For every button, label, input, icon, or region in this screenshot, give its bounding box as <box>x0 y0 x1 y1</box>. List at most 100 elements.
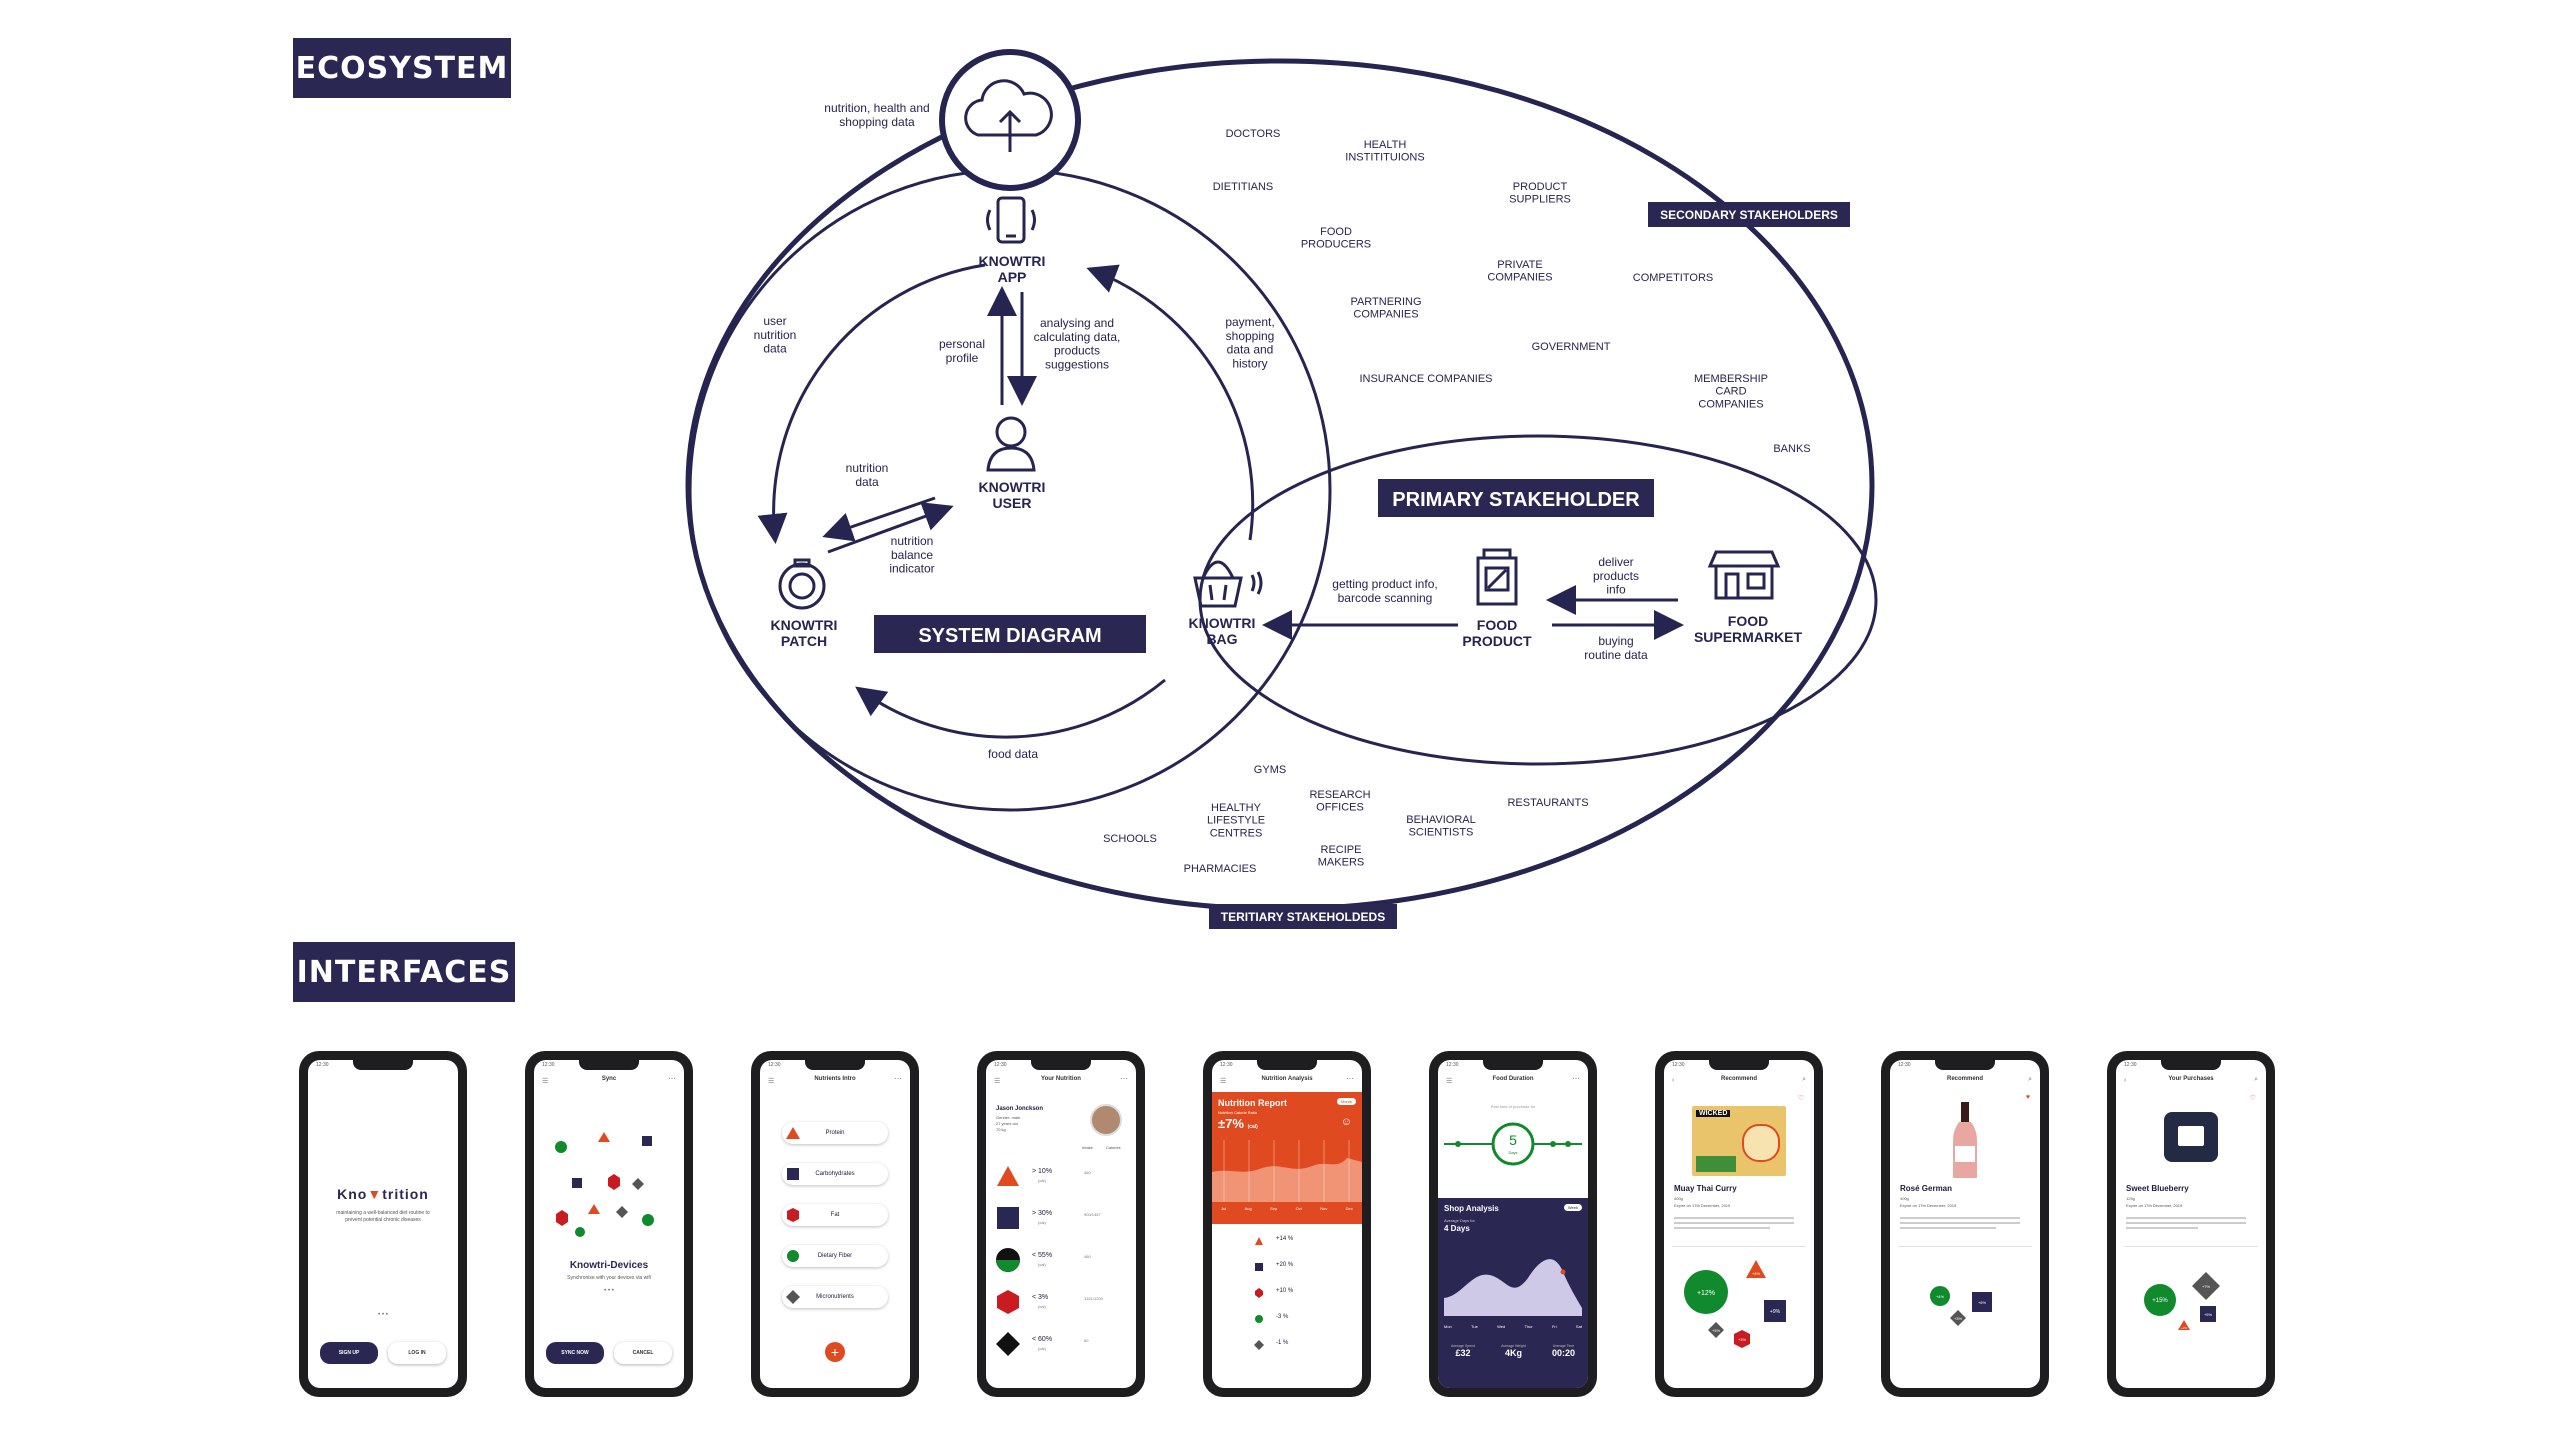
product-image-wine <box>1953 1102 1977 1178</box>
svg-text:+5%: +5% <box>1712 1328 1721 1333</box>
list-item[interactable]: -1 % <box>1212 1332 1362 1358</box>
nutrient-micronutrients[interactable]: Micronutrients <box>782 1286 888 1308</box>
user-icon <box>986 416 1036 472</box>
list-item[interactable]: -3 % <box>1212 1306 1362 1332</box>
back-icon[interactable]: ‹ <box>1672 1077 1675 1084</box>
table-row[interactable]: < 3% (cal) 1321/1200 <box>986 1284 1136 1324</box>
phone-sync: 12:30 ☰ Sync ⋯ Knowtri-Devices Synchroni… <box>525 1051 693 1397</box>
product-weight: 400g <box>1900 1196 1909 1201</box>
sync-now-button[interactable]: SYNC NOW <box>546 1342 604 1364</box>
product-description <box>2126 1214 2246 1232</box>
app-logo: Kno▼trition <box>337 1186 429 1202</box>
secondary-stakeholder: BANKS <box>1773 443 1810 455</box>
your-nutrition-title: Your Nutrition <box>1041 1076 1081 1082</box>
arrow-app-to-patch <box>757 263 986 544</box>
col-calories: Calories <box>1106 1145 1121 1150</box>
shop-avg-value: 4 Days <box>1444 1224 1470 1233</box>
sync-subtitle: Synchronise with your devices via wifi <box>567 1275 651 1281</box>
avatar[interactable] <box>1090 1104 1122 1136</box>
recommend-title: Recommend <box>1946 1076 1983 1082</box>
menu-icon[interactable]: ☰ <box>994 1078 1001 1085</box>
status-time: 12:30 <box>994 1062 1007 1068</box>
svg-text:+6%: +6% <box>1978 1300 1987 1305</box>
supermarket-icon <box>1707 550 1781 600</box>
nutrient-dietary-fiber[interactable]: Dietary Fiber <box>782 1245 888 1267</box>
table-row[interactable]: < 60% (cal) 60 <box>986 1326 1136 1366</box>
food-duration-title: Food Duration <box>1492 1076 1534 1082</box>
status-time: 12:30 <box>1446 1062 1459 1068</box>
login-button[interactable]: LOG IN <box>388 1342 446 1364</box>
menu-icon[interactable]: ☰ <box>1446 1078 1453 1085</box>
product-expiry: Expire on 17th December, 2019 <box>1674 1203 1731 1208</box>
more-icon[interactable]: ⋯ <box>1120 1074 1128 1083</box>
more-icon[interactable]: ⋯ <box>894 1074 902 1083</box>
heart-icon: ▼ <box>367 1186 383 1202</box>
shop-period-select[interactable]: Week <box>1563 1204 1582 1211</box>
product-weight: 400g <box>1674 1196 1683 1201</box>
more-icon[interactable]: ⋯ <box>1346 1074 1354 1083</box>
smile-icon: ☺ <box>1340 1116 1352 1128</box>
heart-outline-icon[interactable]: ♡ <box>1797 1095 1804 1102</box>
secondary-stakeholder: COMPETITORS <box>1633 272 1713 284</box>
nutrient-protein[interactable]: Protein <box>782 1122 888 1144</box>
more-icon[interactable]: ⋯ <box>668 1074 676 1083</box>
search-icon[interactable]: ⌕ <box>2028 1076 2032 1083</box>
heart-outline-icon[interactable]: ♡ <box>2249 1095 2256 1102</box>
arrow-bag-to-patch <box>855 678 1166 739</box>
recommend-bubbles: +4% +6% +3% <box>1930 1286 1992 1326</box>
menu-icon[interactable]: ☰ <box>1220 1078 1227 1085</box>
table-row[interactable]: > 30% (cal) 900/1457 <box>986 1200 1136 1240</box>
shop-highlight-point <box>1560 1269 1566 1275</box>
nutrient-fat[interactable]: Fat <box>782 1204 888 1226</box>
tertiary-stakeholder: SCHOOLS <box>1103 833 1157 845</box>
phone-recommend-curry: 12:30 ‹ Recommend ⌕ ♡ WICKED Muay Thai C… <box>1655 1051 1823 1397</box>
product-expiry: Expire on 17th December, 2019 <box>1900 1203 1957 1208</box>
shop-chart <box>1444 1259 1582 1316</box>
list-item[interactable]: +10 % <box>1212 1280 1362 1306</box>
search-icon[interactable]: ⌕ <box>1802 1076 1806 1083</box>
flow-getting-product-info: getting product info,barcode scanning <box>1332 577 1437 605</box>
table-row[interactable]: > 10% (cal) 460 <box>986 1158 1136 1198</box>
purchase-bubbles: +15% +7% +5% +2% <box>2144 1272 2220 1330</box>
search-icon[interactable]: ⌕ <box>2254 1076 2258 1083</box>
profile-age: 27 years old <box>996 1121 1018 1126</box>
svg-text:+2%: +2% <box>2181 1326 2187 1330</box>
sync-heading: Knowtri-Devices <box>569 1260 649 1271</box>
list-item[interactable]: +14 % <box>1212 1228 1362 1254</box>
heart-filled-icon[interactable]: ♥ <box>2025 1094 2030 1101</box>
report-period-select[interactable]: Month <box>1336 1098 1356 1105</box>
back-icon[interactable]: ‹ <box>2124 1077 2127 1084</box>
report-big: ±7% (cal) <box>1218 1116 1258 1131</box>
signup-button[interactable]: SIGN UP <box>320 1342 378 1364</box>
menu-icon[interactable]: ☰ <box>542 1078 549 1085</box>
list-item[interactable]: +20 % <box>1212 1254 1362 1280</box>
nutrient-carbohydrates[interactable]: Carbohydrates <box>782 1163 888 1185</box>
add-fab[interactable]: + <box>825 1342 845 1362</box>
arrow-bag-to-app <box>1086 264 1255 541</box>
arrow-patch-to-user <box>827 502 954 554</box>
more-icon[interactable]: ⋯ <box>1572 1074 1580 1083</box>
cancel-button[interactable]: CANCEL <box>614 1342 672 1364</box>
status-time: 12:30 <box>768 1062 781 1068</box>
table-row[interactable]: < 55% (cal) 460 <box>986 1242 1136 1282</box>
duration-days-number: 5 <box>1509 1132 1517 1148</box>
svg-text:+4%: +4% <box>1936 1294 1945 1299</box>
product-expiry: Expire on 17th December, 2019 <box>2126 1203 2183 1208</box>
menu-icon[interactable]: ☰ <box>768 1078 775 1085</box>
product-name: Sweet Blueberry <box>2126 1184 2189 1193</box>
secondary-stakeholder: GOVERNMENT <box>1532 341 1611 353</box>
